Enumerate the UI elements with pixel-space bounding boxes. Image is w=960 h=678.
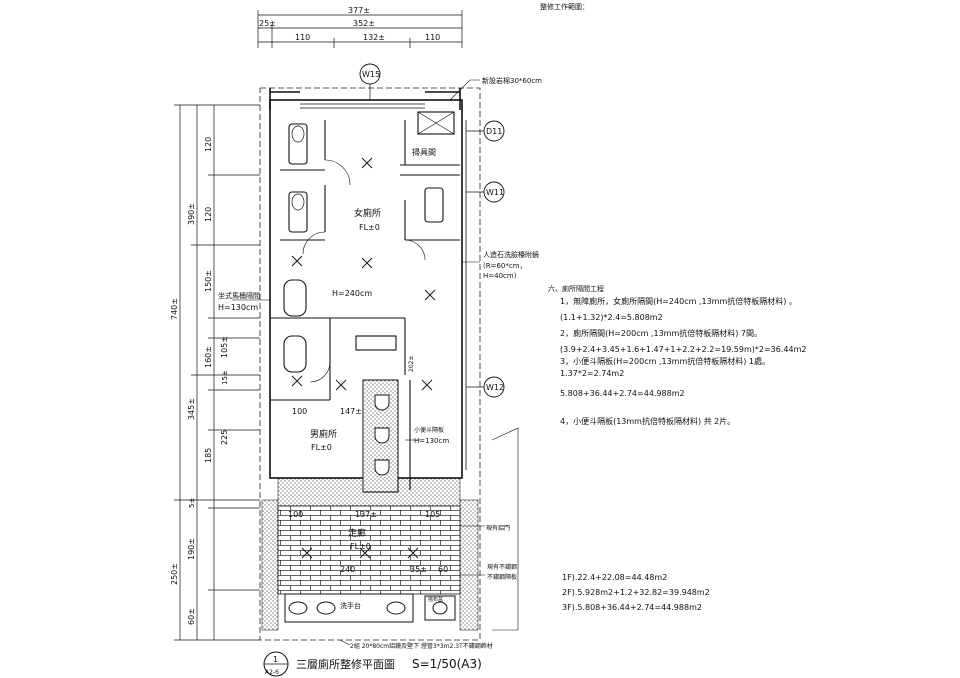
label-stone-counter-1: 人造石洗臉檯附鏡 — [483, 250, 539, 259]
label-men-fl: FL±0 — [311, 443, 332, 452]
title-scale: S=1/50(A3) — [412, 657, 482, 671]
dim-left-mid: 345± — [187, 398, 196, 420]
dim-left-lower: 250± — [170, 563, 179, 585]
notes-line-8: 4，小便斗隔板(13mm抗倍特板隔材料) 共 2片。 — [560, 417, 736, 426]
top-dimensions — [257, 10, 463, 48]
title-number: 1 — [273, 655, 278, 664]
notes-line-6: 1.37*2=2.74m2 — [560, 369, 625, 378]
svg-text:W15: W15 — [362, 70, 380, 79]
notes-line-2: (1.1+1.32)*2.4=5.808m2 — [560, 313, 663, 322]
janitor-room — [400, 111, 460, 261]
label-corr-100: 100 — [288, 510, 303, 519]
dim-left-b1: 185 — [204, 448, 213, 463]
dim-left-c2: 60± — [187, 608, 196, 625]
label-partition-left-1: 坐式馬桶隔間 — [218, 291, 260, 300]
tag-d11: D11 — [466, 120, 505, 142]
label-corr-137: 137± — [355, 510, 377, 519]
tag-w11: W11 — [466, 181, 505, 203]
notes-line-5: 3，小便斗隔板(H=200cm ,13mm抗倍特板隔材料) 1處。 — [560, 357, 770, 366]
label-bottom-note: 2組 20*80cm鋁鏡及壁下 燈管3*3m2.3T不鏽鋼飾材 — [350, 642, 493, 650]
svg-text:D11: D11 — [486, 127, 502, 136]
label-dim-202: 202± — [408, 356, 415, 372]
label-existing-2: 不鏽鋼隔板 — [487, 573, 517, 581]
floor-summary-2f: 2F).5.928m2+1.2+32.82=39.948m2 — [562, 588, 710, 597]
dim-top-seg3: 110 — [425, 33, 440, 42]
dim-left-c0: 5± — [188, 498, 196, 508]
floor-summary: 1F).22.4+22.08=44.48m2 2F).5.928m2+1.2+3… — [562, 570, 710, 615]
tag-w12: W12 — [466, 376, 505, 398]
dim-left-a3: 160± — [204, 346, 213, 368]
notes-heading: 六、廁所隔間工程 — [548, 285, 604, 293]
dim-left-a4: 15± — [221, 370, 229, 385]
dim-top-total: 377± — [348, 6, 370, 15]
dim-top-seg1: 110 — [295, 33, 310, 42]
dim-left-c1: 190± — [187, 538, 196, 560]
partition-notes: 六、廁所隔間工程 1，無障廁所，女廁所隔間(H=240cm ,13mm抗倍特板隔… — [548, 284, 806, 427]
label-sink: 洗手台 — [340, 601, 361, 610]
svg-text:W12: W12 — [486, 383, 504, 392]
notes-line-1: 1，無障廁所，女廁所隔間(H=240cm ,13mm抗倍特板隔材料) 。 — [560, 297, 797, 306]
label-corridor: 走廊 — [348, 527, 366, 539]
central-partitions — [270, 279, 406, 401]
drawing-title: 1 A2-6 三層廁所整修平面圖 S=1/50(A3) — [263, 651, 482, 677]
label-corr-35: 35± — [410, 565, 427, 574]
label-men-room: 男廁所 — [310, 428, 337, 440]
title-sheet: A2-6 — [265, 669, 279, 676]
label-corr-60: 60 — [438, 565, 448, 574]
dim-top-seg2: 132± — [363, 33, 385, 42]
floor-summary-3f: 3F).5.808+36.44+2.74=44.988m2 — [562, 603, 702, 612]
dim-left-upper: 390± — [187, 203, 196, 225]
label-corr-240: 240 — [340, 565, 355, 574]
notes-line-7: 5.808+36.44+2.74=44.988m2 — [560, 389, 685, 398]
dim-left-a1: 150± — [204, 270, 213, 292]
urinals — [374, 394, 390, 476]
dim-top-inner: 352± — [353, 19, 375, 28]
label-women-fl: FL±0 — [359, 223, 380, 232]
label-partition-left-2: H=130cm — [218, 303, 258, 312]
label-mop-sink: 拖布盆 — [428, 596, 443, 603]
wall-hatch-left-bottom — [261, 499, 279, 631]
window-w15 — [300, 103, 467, 470]
dim-top-offset: 25± — [259, 19, 276, 28]
label-dim-100: 100 — [292, 407, 307, 416]
women-stalls — [280, 120, 351, 255]
label-h240: H=240cm — [332, 289, 372, 298]
label-corridor-fl: FL±0 — [350, 542, 371, 551]
label-urinal-partition-2: H=130cm — [414, 437, 449, 445]
left-dimensions — [174, 104, 260, 641]
label-stone-counter-2: (R=60*cm， — [483, 262, 527, 270]
label-stone-counter-3: H=40cm) — [483, 272, 517, 280]
notes-line-3: 2，廁所隔間(H=200cm ,13mm抗倍特板隔材料) 7間。 — [560, 329, 762, 338]
label-dim-147: 147± — [340, 407, 362, 416]
corridor-floor — [277, 505, 461, 595]
label-acoustic-panel: 新設岩棉30*60cm — [482, 76, 542, 85]
tag-w15: W15 — [359, 63, 381, 100]
title-text: 三層廁所整修平面圖 — [296, 657, 395, 671]
svg-text:W11: W11 — [486, 188, 504, 197]
dim-left-b2: 225 — [220, 430, 229, 445]
wall-hatch-right-bottom — [459, 499, 479, 631]
label-existing-door: 現有鋁門 — [486, 524, 510, 532]
label-corr-105: 105 — [425, 510, 440, 519]
notes-line-4: (3.9+2.4+3.45+1.6+1.47+1+2.2+2.2=19.59m)… — [560, 345, 807, 354]
label-existing-1: 現有不鏽鋼 — [487, 563, 517, 571]
label-urinal-partition-1: 小便斗隔板 — [414, 426, 444, 434]
dim-left-u1: 120 — [204, 137, 213, 152]
dim-left-total: 740± — [170, 298, 179, 320]
dim-left-a2: 105± — [220, 336, 229, 358]
floor-summary-1f: 1F).22.4+22.08=44.48m2 — [562, 573, 668, 582]
light-fixtures — [291, 157, 436, 559]
label-women-room: 女廁所 — [354, 207, 381, 219]
dim-left-u2: 120 — [204, 207, 213, 222]
top-note: 整修工作範圍： — [540, 2, 589, 11]
label-janitor: 掃具間 — [412, 147, 436, 157]
leader-lines — [232, 79, 519, 646]
sink-counter — [284, 593, 456, 623]
